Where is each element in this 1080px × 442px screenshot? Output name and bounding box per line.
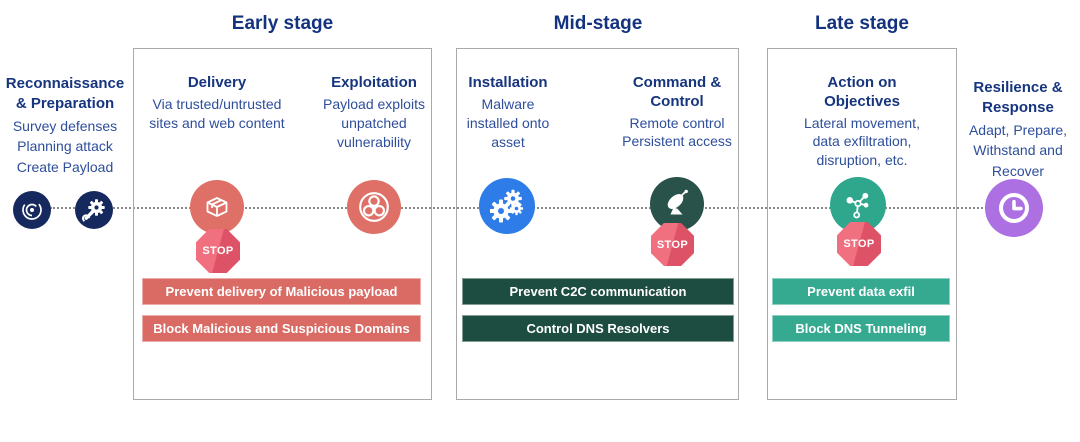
phase-command-control: Command & Control Remote control Persist… <box>614 74 740 151</box>
resilience-icon-circle <box>985 179 1043 237</box>
preparation-icon-circle <box>75 191 113 229</box>
phase-installation-desc: Malware installed onto asset <box>466 95 550 150</box>
phase-delivery: Delivery Via trusted/untrusted sites and… <box>144 74 290 133</box>
radar-icon <box>22 200 42 220</box>
mid-stage-box <box>456 48 739 400</box>
clock-icon <box>999 193 1029 223</box>
recon-line-2: Planning attack <box>17 138 113 155</box>
stage-header-mid: Mid-stage <box>553 13 643 34</box>
gears-icon <box>490 189 524 223</box>
installation-icon-circle <box>479 178 535 234</box>
banner-control-dns: Control DNS Resolvers <box>462 315 734 342</box>
phase-command-control-title: Command & Control <box>632 74 722 110</box>
package-icon <box>206 197 228 217</box>
resilience-response-block: Resilience & Response Adapt, Prepare, Wi… <box>961 78 1075 181</box>
reconnaissance-icon-circle <box>13 191 51 229</box>
stop-sign-icon: STOP <box>196 229 240 273</box>
wrench-gear-icon <box>82 199 105 222</box>
phase-action-objectives-title: Action on Objectives <box>824 74 900 110</box>
banner-prevent-delivery: Prevent delivery of Malicious payload <box>142 278 421 305</box>
banner-block-domains: Block Malicious and Suspicious Domains <box>142 315 421 342</box>
early-stage-box <box>133 48 432 400</box>
stop-sign-label: STOP <box>843 238 875 250</box>
phase-exploitation-title: Exploitation <box>331 74 417 91</box>
banner-prevent-c2c: Prevent C2C communication <box>462 278 734 305</box>
phase-action-objectives: Action on Objectives Lateral movement, d… <box>799 74 925 170</box>
late-stage-box <box>767 48 957 400</box>
phase-action-objectives-desc: Lateral movement, data exfiltration, dis… <box>804 114 920 169</box>
stage-header-early: Early stage <box>231 13 334 34</box>
banner-prevent-exfil: Prevent data exfil <box>772 278 950 305</box>
stop-sign-label: STOP <box>656 238 689 251</box>
phase-installation: Installation Malware installed onto asse… <box>455 74 561 151</box>
network-nodes-icon <box>846 192 869 219</box>
phase-exploitation: Exploitation Payload exploits unpatched … <box>304 74 444 151</box>
phase-command-control-desc: Remote control Persistent access <box>622 114 732 150</box>
recon-title: Reconnaissance & Preparation <box>5 75 125 112</box>
stage-header-late: Late stage <box>815 13 909 34</box>
recon-preparation-block: Reconnaissance & Preparation Survey defe… <box>0 74 130 177</box>
phase-delivery-desc: Via trusted/untrusted sites and web cont… <box>149 95 285 131</box>
exploitation-icon-circle <box>347 180 401 234</box>
stop-sign-icon: STOP <box>837 222 881 266</box>
biohazard-icon <box>359 192 389 222</box>
resilience-title: Resilience & Response <box>973 79 1063 116</box>
recon-line-3: Create Payload <box>16 158 114 175</box>
phase-exploitation-desc: Payload exploits unpatched vulnerability <box>323 95 425 150</box>
phase-delivery-title: Delivery <box>187 74 247 91</box>
phase-installation-title: Installation <box>468 74 548 91</box>
satellite-dish-icon <box>667 189 688 215</box>
banner-block-tunneling: Block DNS Tunneling <box>772 315 950 342</box>
recon-line-1: Survey defenses <box>12 118 118 134</box>
stop-sign-icon: STOP <box>651 223 694 266</box>
command-control-icon-circle <box>650 177 704 231</box>
delivery-icon-circle <box>190 180 244 234</box>
stop-sign-label: STOP <box>202 245 234 257</box>
resilience-body: Adapt, Prepare, Withstand and Recover <box>968 122 1068 179</box>
